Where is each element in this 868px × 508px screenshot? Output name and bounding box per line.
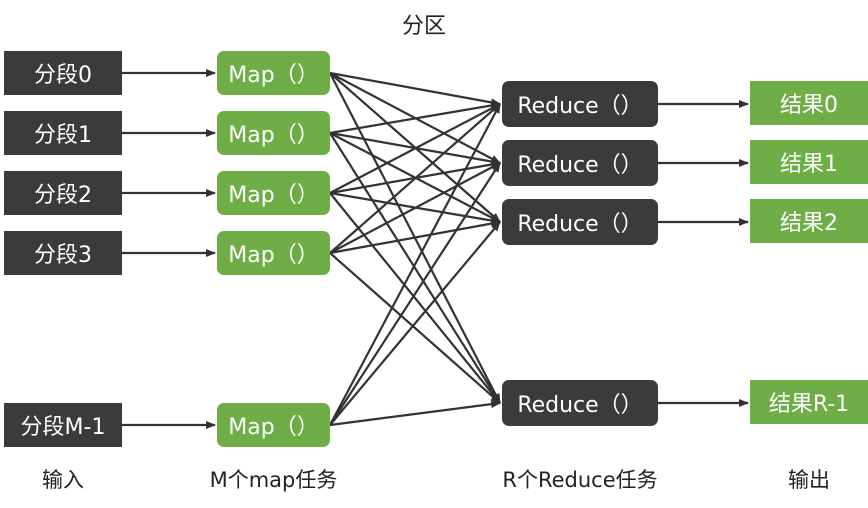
arrow-map2-to-reduceR xyxy=(329,192,501,404)
map-task-0: Map（） xyxy=(217,51,330,95)
arrow-map3-to-reduce0 xyxy=(329,103,501,254)
arrow-mapM-to-reduce0 xyxy=(329,103,501,426)
reduce-task-r-1: Reduce（） xyxy=(502,380,658,426)
arrow-map3-to-reduceR xyxy=(329,252,501,404)
map-task-1: Map（） xyxy=(217,111,330,155)
reduce-task-1: Reduce（） xyxy=(502,140,658,186)
arrow-map3-to-reduce1 xyxy=(329,162,501,254)
map-task-m-1: Map（） xyxy=(217,403,330,447)
map-task-2: Map（） xyxy=(217,171,330,215)
arrow-map1-to-reduce0 xyxy=(329,101,501,135)
arrow-map1-to-reduceR xyxy=(329,132,501,404)
input-segment-0: 分段0 xyxy=(4,51,122,95)
arrow-mapM-to-reduceR xyxy=(329,400,501,427)
diagram-title: 分区 xyxy=(401,14,446,39)
reduce-task-2: Reduce（） xyxy=(502,199,658,245)
output-result-r-1: 结果R-1 xyxy=(750,380,868,424)
arrow-mapM-to-reduce2 xyxy=(329,221,501,426)
input-segment-m-1: 分段M-1 xyxy=(4,403,122,447)
arrow-map0-to-reduce0 xyxy=(329,71,501,107)
column-label-map: M个map任务 xyxy=(209,468,338,492)
map-task-3: Map（） xyxy=(217,231,330,275)
arrow-map3-to-reduce2 xyxy=(329,219,501,255)
output-result-2: 结果2 xyxy=(750,199,868,243)
reduce-task-0: Reduce（） xyxy=(502,81,658,127)
output-result-1: 结果1 xyxy=(750,140,868,184)
input-segment-2: 分段2 xyxy=(4,171,122,215)
column-label-reduce: R个Reduce任务 xyxy=(502,468,658,492)
arrow-mapM-to-reduce1 xyxy=(329,162,501,426)
column-label-output: 输出 xyxy=(788,468,830,492)
input-segment-1: 分段1 xyxy=(4,111,122,155)
output-result-0: 结果0 xyxy=(750,81,868,125)
input-segment-3: 分段3 xyxy=(4,231,122,275)
column-label-input: 输入 xyxy=(42,468,84,492)
arrow-map2-to-reduce0 xyxy=(329,103,501,194)
